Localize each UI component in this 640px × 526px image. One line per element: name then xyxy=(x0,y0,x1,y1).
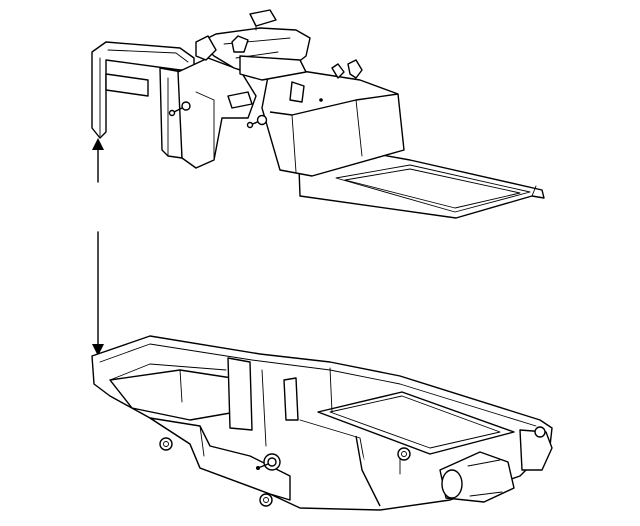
upper-linkage xyxy=(177,9,363,169)
lower-left-basin xyxy=(109,369,237,421)
lower-housing xyxy=(91,335,553,511)
lower-fasteners xyxy=(159,437,411,507)
lower-interior-walls xyxy=(227,357,365,461)
upper-right-pin xyxy=(246,114,268,129)
lower-right-tray xyxy=(317,391,515,455)
upper-left-pin xyxy=(168,101,191,117)
lower-right-end xyxy=(519,426,553,471)
upward-alignment-arrow xyxy=(92,138,104,183)
lower-pivot-stud xyxy=(256,453,281,471)
lower-front-body xyxy=(149,417,401,507)
upper-housing xyxy=(91,9,545,219)
downward-alignment-arrow xyxy=(92,231,104,356)
lower-motor-cylinder xyxy=(439,451,515,503)
